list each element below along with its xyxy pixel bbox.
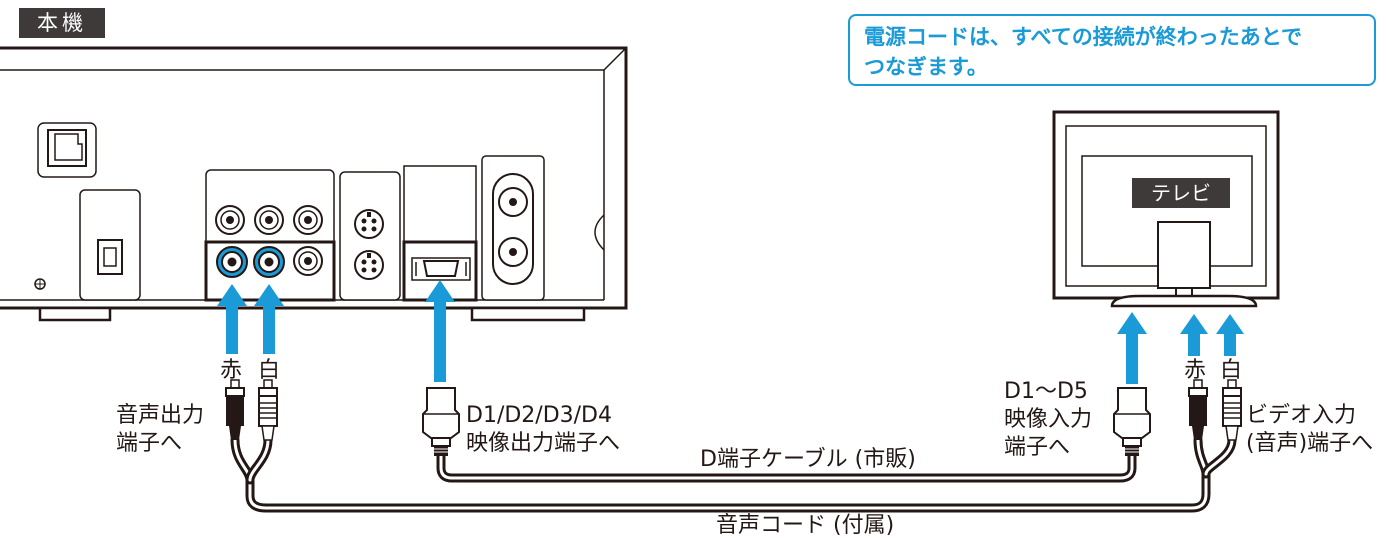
audio-output-label-1: 音声出力 [116,403,205,428]
arrow-d-output [425,280,455,382]
audio-cord-label: 音声コード (付属) [716,513,895,538]
d-plug-unit-side [422,387,460,457]
audio-output-red-jack [216,246,248,278]
left-audio-plug-red [225,379,245,441]
optical-output-icon [79,189,141,301]
left-white-label: 白 [258,358,281,383]
tv-rear [1052,110,1280,308]
av-terminal-block [204,169,336,302]
left-red-label: 赤 [220,358,243,383]
d-input-label-1: D1～D5 [1004,379,1088,404]
unit-label: 本機 [19,8,105,38]
right-audio-plug-white [1222,379,1242,441]
audio-output-label-2: 端子へ [116,431,183,456]
d-terminal-block [402,165,478,302]
right-white-label: 白 [1220,358,1243,383]
s-video-block [339,171,401,301]
screw-icon [34,278,46,290]
right-audio-plug-red [1188,379,1208,441]
video-input-label-2: (音声)端子へ [1246,431,1374,456]
d-cable-label: D端子ケーブル (市販) [700,447,916,472]
d-plug-tv-side [1113,387,1151,457]
arrow-tv-audio-white [1216,314,1244,356]
audio-output-white-jack [253,246,285,278]
note-line-2: つなぎます。 [864,55,988,79]
arrow-d-input [1117,312,1147,384]
d-input-label-2: 映像入力 [1004,407,1093,432]
audio-cord [230,435,1237,513]
d-output-label-2: 映像出力端子へ [466,431,621,456]
d-terminal-cable [436,451,1137,483]
tv-label: テレビ [1132,178,1230,208]
d-input-label-3: 端子へ [1004,435,1071,460]
d-output-label-1: D1/D2/D3/D4 [466,403,612,428]
note-line-1: 電源コードは、すべての接続が終わったあとで [864,25,1303,49]
video-input-label-1: ビデオ入力 [1246,403,1357,428]
phone-jack-icon [37,122,97,178]
right-red-label: 赤 [1184,358,1207,383]
left-audio-plug-white [258,379,278,441]
antenna-block [481,155,545,301]
arrow-tv-audio-red [1180,314,1208,356]
power-cord-note: 電源コードは、すべての接続が終わったあとで つなぎます。 [848,14,1376,86]
